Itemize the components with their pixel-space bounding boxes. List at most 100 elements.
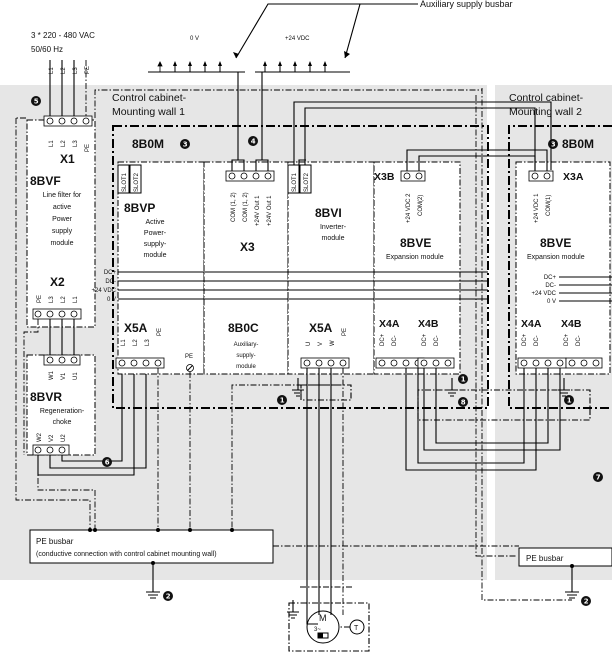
svg-text:active: active	[53, 204, 71, 211]
svg-text:U1: U1	[73, 372, 79, 380]
svg-text:3: 3	[551, 141, 556, 149]
wall1-title-line1: Control cabinet-	[112, 92, 187, 104]
svg-text:L3: L3	[73, 140, 79, 147]
svg-text:8: 8	[461, 399, 466, 407]
svg-text:V2: V2	[49, 434, 55, 442]
svg-text:Power: Power	[52, 216, 73, 223]
svg-text:module: module	[51, 240, 74, 247]
bvr-top-terminals: W1 V1 U1	[43, 354, 81, 380]
svg-text:Power-: Power-	[144, 230, 167, 237]
bve2-x3a-terminals: +24 VDC 1 COM(1)	[528, 170, 554, 223]
motor-symbol	[306, 610, 340, 644]
pe-busbar-2	[518, 547, 612, 567]
bvp-x5a-terminals: L1 L2 L3 PE	[115, 328, 165, 369]
bvp-slots: SLOT1 SLOT2	[117, 164, 142, 194]
motor-t: T	[354, 625, 359, 632]
bve2-x4-terminals: DC+ DC- DC+ DC-	[517, 333, 603, 369]
svg-text:U2: U2	[61, 434, 67, 442]
b0c-aux-wires	[231, 72, 269, 171]
badge-6: 6	[102, 457, 112, 467]
bvr-module	[26, 354, 96, 456]
badge-2a: 2	[163, 591, 173, 601]
bve1-desc: Expansion module	[386, 254, 444, 261]
badge-3b: 3	[548, 139, 558, 149]
busbar-grounds	[146, 563, 579, 599]
b0c-desc: Auxiliary- supply- module	[234, 342, 259, 370]
bvr-bvp-wires	[37, 368, 147, 476]
bve1-x4b-label: X4B	[418, 318, 439, 330]
badge-1b: 1	[458, 374, 468, 384]
pe-busbar-2-label: PE busbar	[526, 554, 564, 563]
svg-text:1: 1	[567, 397, 572, 405]
svg-text:DC-: DC-	[105, 279, 116, 285]
bvi-name: 8BVI	[315, 206, 342, 220]
svg-text:+24 VDC: +24 VDC	[91, 288, 116, 294]
busbar-arrows	[157, 61, 327, 72]
svg-text:W1: W1	[49, 370, 55, 380]
badge-7: 7	[593, 472, 603, 482]
bve1-x4a-label: X4A	[379, 318, 400, 330]
svg-text:W2: W2	[37, 432, 43, 442]
bvf-desc: Line filter for active Power supply modu…	[43, 192, 82, 247]
svg-text:COM(1): COM(1)	[546, 195, 552, 216]
badge-5: 5	[31, 96, 41, 106]
bvr-name: 8BVR	[30, 390, 62, 404]
svg-text:L1: L1	[49, 67, 55, 74]
svg-text:SLOT2: SLOT2	[134, 172, 140, 192]
bve2-name: 8BVE	[540, 236, 571, 250]
svg-text:L1: L1	[73, 296, 79, 303]
badge-4: 4	[248, 136, 258, 146]
bvi-desc: Inverter- module	[320, 224, 347, 242]
svg-text:U: U	[306, 342, 312, 346]
svg-text:5: 5	[34, 98, 39, 106]
svg-text:Regeneration-: Regeneration-	[40, 408, 85, 415]
b0c-name: 8B0C	[228, 321, 259, 335]
svg-text:DC-: DC-	[545, 283, 556, 289]
svg-text:DC-: DC-	[576, 335, 582, 346]
bvi-x5a-terminals: U V W PE	[300, 328, 350, 369]
b0c-x3-terminals: COM (1, 2) COM (1, 2) +24V Out 1 +24V Ou…	[225, 170, 275, 226]
pe-wiring	[15, 88, 572, 601]
b0m-2-name: 8B0M	[562, 137, 594, 151]
supply-frequency: 50/60 Hz	[31, 45, 63, 54]
svg-text:L2: L2	[61, 140, 67, 147]
wall1-title-line2: Mounting wall 1	[112, 106, 185, 118]
svg-text:module: module	[144, 252, 167, 259]
svg-text:1: 1	[280, 397, 285, 405]
svg-text:L3: L3	[49, 296, 55, 303]
svg-text:PE: PE	[85, 144, 91, 152]
b0m-1-name: 8B0M	[132, 137, 164, 151]
busbar-0v-label: 0 V	[190, 36, 199, 42]
svg-text:supply-: supply-	[236, 353, 255, 359]
svg-text:+24 VDC: +24 VDC	[531, 291, 556, 297]
supply-voltage: 3 * 220 - 480 VAC	[31, 31, 95, 40]
svg-text:+24 VDC 2: +24 VDC 2	[406, 193, 412, 223]
svg-text:COM (1, 2): COM (1, 2)	[243, 192, 249, 222]
svg-text:PE: PE	[185, 354, 193, 360]
pe-busbar-1-note: (conductive connection with control cabi…	[36, 551, 217, 558]
badge-8: 8	[458, 397, 468, 407]
svg-text:module: module	[236, 364, 256, 370]
b0m-frame-1	[112, 125, 489, 409]
svg-text:4: 4	[251, 138, 256, 146]
bve2-module	[515, 161, 611, 375]
badge-2b: 2	[581, 596, 591, 606]
b0m-frame-2	[508, 125, 612, 409]
motor-m: M	[319, 613, 327, 623]
bve2-x4b-label: X4B	[561, 318, 582, 330]
title-leader-right	[268, 3, 361, 59]
svg-text:PE: PE	[342, 328, 348, 336]
svg-text:3: 3	[183, 141, 188, 149]
expansion-aux-wires	[293, 101, 552, 171]
svg-text:module: module	[322, 235, 345, 242]
dc-bus-wall2	[559, 276, 612, 302]
bve2-desc: Expansion module	[527, 254, 585, 261]
wall2-title-line2: Mounting wall 2	[509, 106, 582, 118]
badge-1c: 1	[564, 395, 574, 405]
svg-text:Line filter for: Line filter for	[43, 192, 82, 199]
bvp-x5a-label: X5A	[124, 321, 148, 335]
svg-text:L2: L2	[133, 339, 139, 346]
svg-text:L2: L2	[61, 67, 67, 74]
svg-text:L2: L2	[61, 296, 67, 303]
x1-label: X1	[60, 152, 75, 166]
